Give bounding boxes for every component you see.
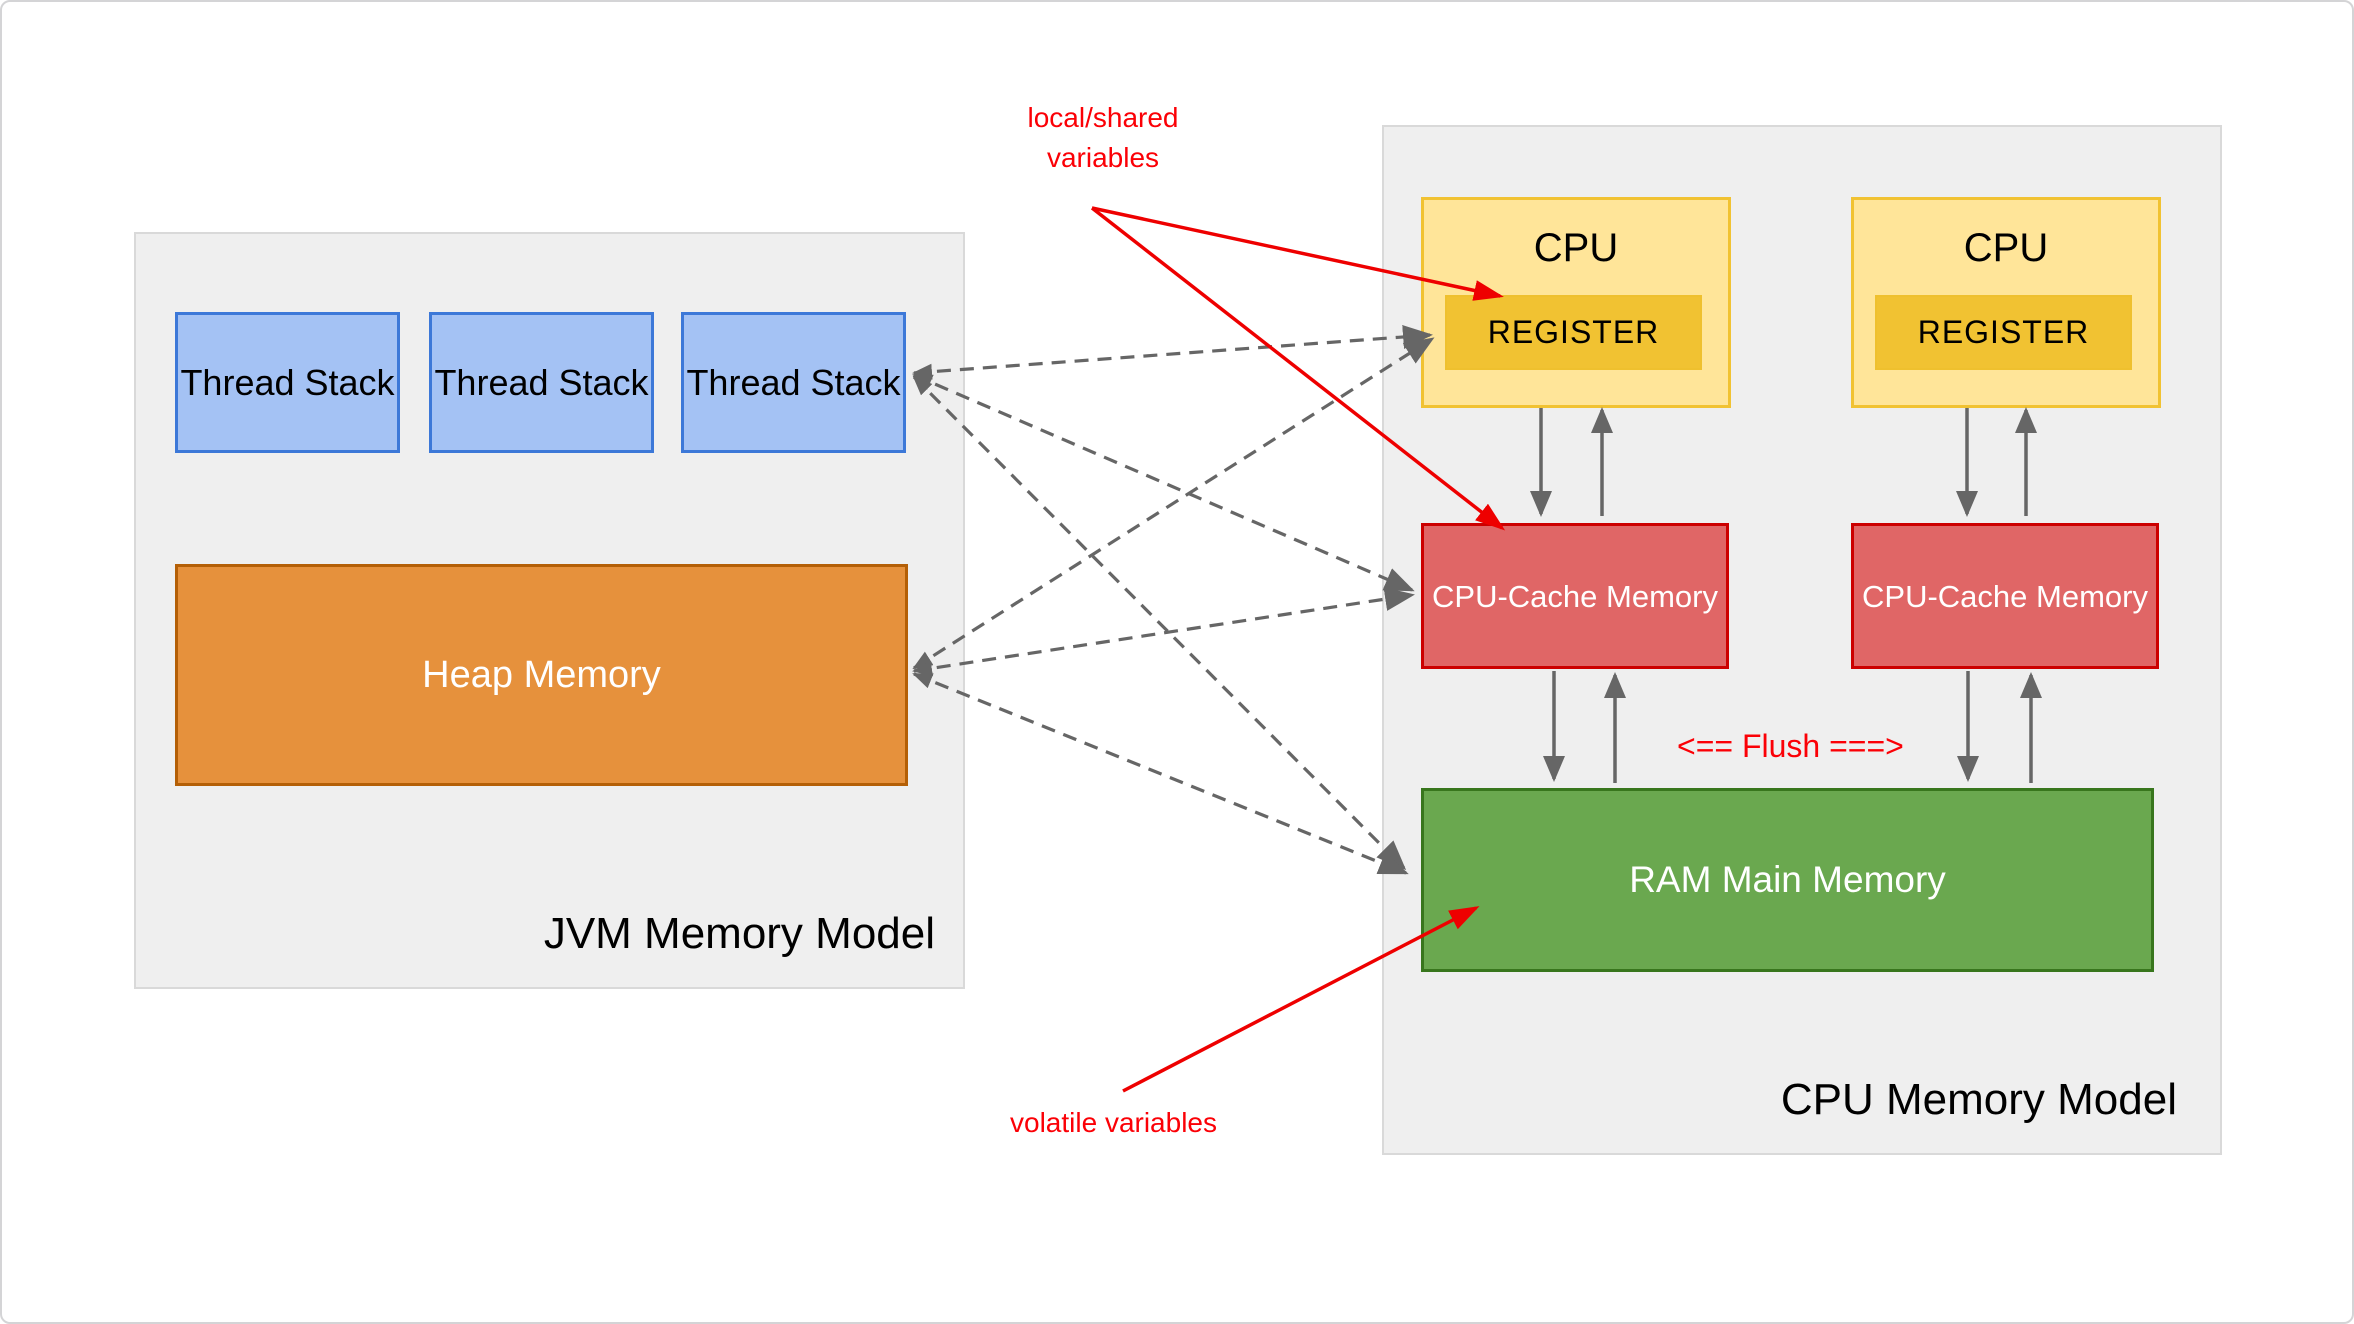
dashed-arrow-thread3-cache1 [912,373,1415,592]
cpu-box-2: CPU REGISTER [1851,197,2161,408]
local-shared-variables-note: local/shared variables [1027,102,1179,173]
jvm-panel-title: JVM Memory Model [543,909,935,958]
thread-stack-box-3: Thread Stack [681,312,906,453]
register-box-1: REGISTER [1445,295,1702,370]
flush-note: <== Flush ===> [1677,728,1904,764]
dashed-arrow-heap-register1 [912,337,1435,670]
volatile-variables-note: volatile variables [1010,1107,1217,1138]
cpu-memory-model-panel: CPU REGISTER CPU REGISTER CPU-Cache Memo… [1382,125,2222,1155]
thread-stack-box-1: Thread Stack [175,312,400,453]
thread-stack-box-2: Thread Stack [429,312,654,453]
jvm-memory-model-panel: Thread Stack Thread Stack Thread Stack H… [134,232,965,989]
dashed-arrow-heap-ram [912,672,1409,875]
cpu-panel-title: CPU Memory Model [1780,1075,2177,1124]
register-box-2: REGISTER [1875,295,2132,370]
dashed-arrow-thread3-ram [912,375,1407,871]
cpu-label-1: CPU [1533,226,1619,270]
cpu-box-1: CPU REGISTER [1421,197,1731,408]
heap-memory-box: Heap Memory [175,564,908,786]
cpu-cache-box-1: CPU-Cache Memory [1421,523,1729,669]
cpu-label-2: CPU [1963,226,2049,270]
dashed-arrow-thread3-register1 [912,325,1433,380]
dashed-arrow-heap-cache1 [912,587,1415,677]
ram-main-memory-box: RAM Main Memory [1421,788,2154,972]
cpu-cache-box-2: CPU-Cache Memory [1851,523,2159,669]
